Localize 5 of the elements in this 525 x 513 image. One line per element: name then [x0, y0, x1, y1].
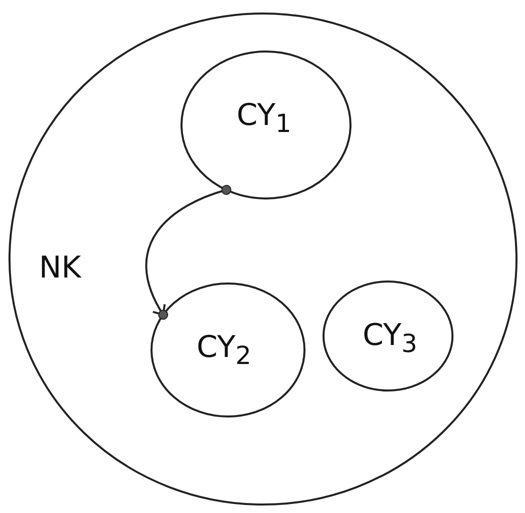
compartment-label: CY$_{3}$ [362, 318, 418, 358]
compartment-label: CY$_{1}$ [236, 98, 292, 138]
compartment-label: CY$_{2}$ [196, 330, 252, 370]
cell-label: NK [38, 250, 82, 286]
curved-arrow [145, 184, 232, 320]
